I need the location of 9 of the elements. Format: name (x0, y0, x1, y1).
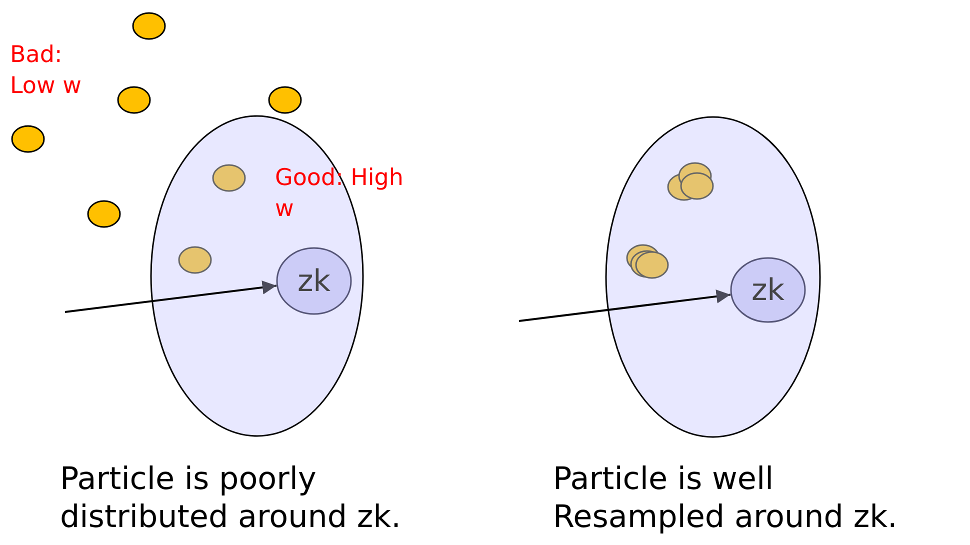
target-circle: zk (276, 247, 352, 315)
caption-text: Particle is well Resampled around zk. (553, 460, 898, 536)
annotation-text: Good: High w (275, 164, 404, 224)
arrow (64, 280, 276, 313)
annotation-text: Bad: Low w (10, 41, 82, 101)
caption-text: Particle is poorly distributed around zk. (60, 460, 402, 536)
circle-region (605, 116, 821, 438)
arrow (518, 289, 730, 322)
target-circle: zk (730, 257, 806, 323)
